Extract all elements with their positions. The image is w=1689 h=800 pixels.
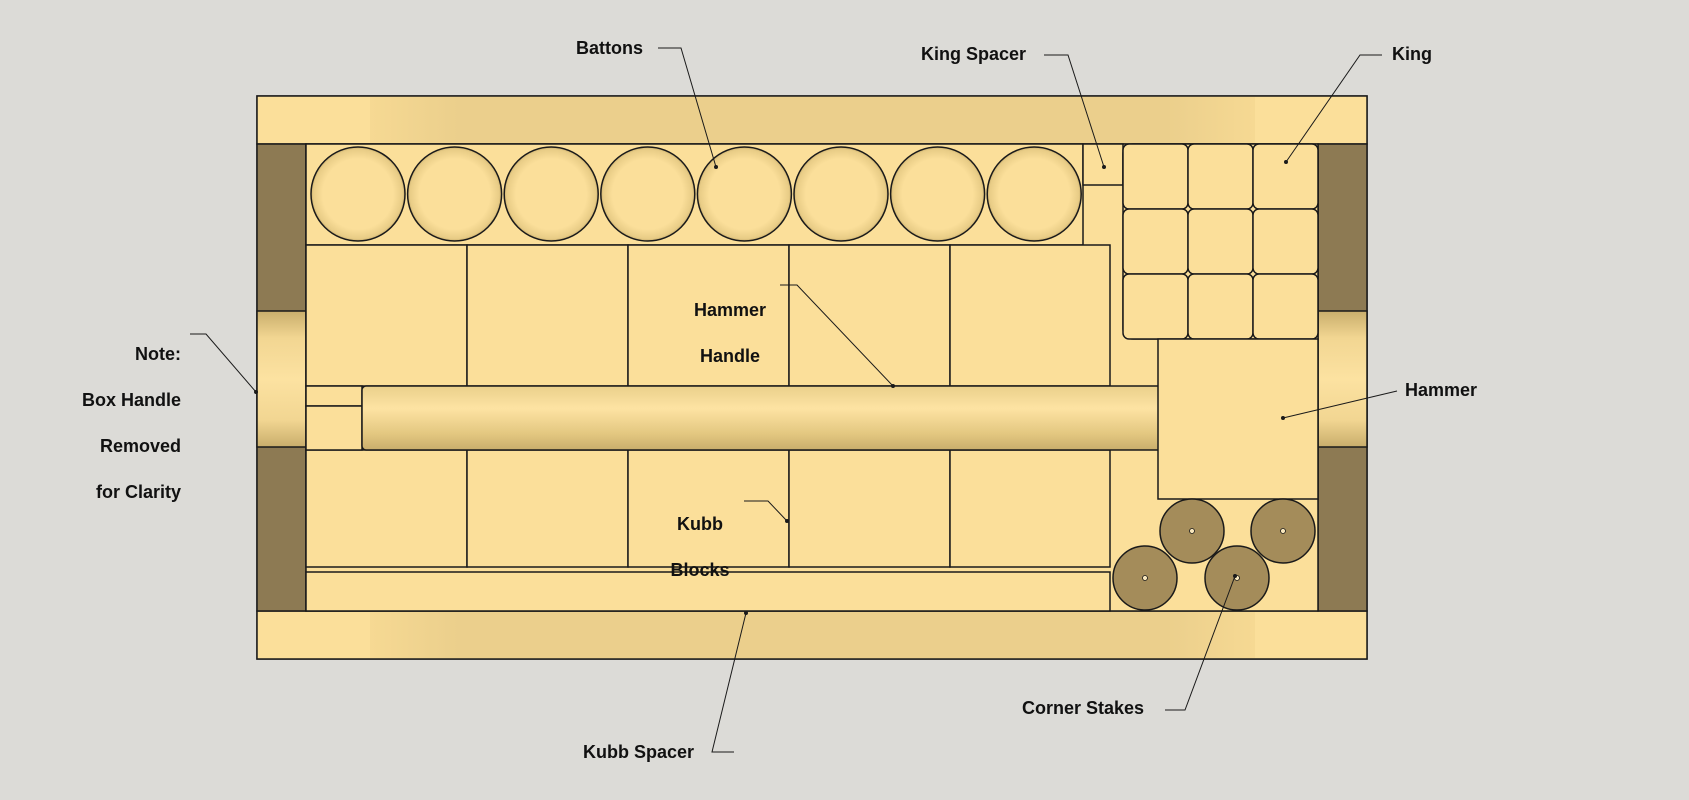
kubb-block [949,244,1111,387]
kubb-block [466,449,629,568]
king [1122,143,1319,340]
leader-lines [190,47,1398,753]
leader-end-kubb-blocks [785,519,789,523]
leader-end-battons [714,165,718,169]
bottom-rail-face [370,612,1255,658]
leader-end-note [254,390,258,394]
leader-end-king-spacer [1102,165,1106,169]
leader-battons [658,47,717,168]
label-battons: Battons [576,38,643,58]
batton [889,146,986,242]
king-cell [1252,143,1319,210]
king-cell [1122,273,1189,340]
note-line-4: for Clarity [95,482,181,502]
leader-end-kubb-spacer [744,611,748,615]
kubb-block [949,449,1111,568]
hammer-handle [361,385,1163,451]
batton [793,146,889,242]
leader-end-corner-stakes [1233,574,1237,578]
leader-end-hammer-handle [891,384,895,388]
leader-corner-stakes [1165,575,1236,711]
right-handle-slot [1317,310,1368,448]
kubb-blocks-line-2: Blocks [670,560,730,580]
hammer-head [1157,338,1319,500]
batton [406,146,503,242]
king-cell [1187,273,1254,340]
batton [696,146,793,242]
hammer-handle-line-2: Handle [699,346,760,366]
batton [600,146,696,242]
kubb-blocks-line-1: Kubb [677,514,723,534]
king-cell [1122,143,1189,210]
left-handle-slot [256,310,307,448]
kubb-filler [305,385,363,407]
kubb-block [466,244,629,387]
batton [986,146,1082,242]
kubb-block [788,449,951,568]
kubb-block [627,244,790,387]
kubb-block [305,449,468,568]
leader-end-king [1284,160,1288,164]
leader-king-spacer [1044,54,1105,168]
note-line-1: Note: [135,344,181,364]
battons [310,146,1082,242]
label-king: King [1392,44,1432,64]
king-cell [1252,273,1319,340]
king-cell [1187,143,1254,210]
label-corner-stakes: Corner Stakes [1022,698,1145,718]
label-kubb-blocks: Kubb Blocks [660,490,740,605]
stake-center [1142,575,1148,581]
label-king-spacer: King Spacer [921,44,1027,64]
top-rail-face [370,97,1255,143]
king-cell [1122,208,1189,275]
kubb-spacer [305,571,1111,612]
batton [503,146,599,242]
stake-center [1280,528,1286,534]
label-hammer-handle: Hammer Handle [680,276,780,391]
label-note-box-handle: Note: Box Handle Removed for Clarity [40,320,181,527]
leader-hammer-handle [780,284,894,387]
leader-hammer [1282,390,1398,419]
note-line-3: Removed [99,436,181,456]
hammer-handle-line-1: Hammer [693,300,767,320]
kubb-filler [305,405,363,451]
kubb-block [305,244,468,387]
label-kubb-spacer: Kubb Spacer [583,742,695,762]
label-hammer: Hammer [1405,380,1478,400]
hammer [361,338,1319,500]
leader-end-hammer [1281,416,1285,420]
note-line-2: Box Handle [81,390,181,410]
leader-kubb-blocks [744,500,788,522]
corner-stakes [1112,498,1316,611]
king-cell [1187,208,1254,275]
kubb-blocks [305,244,1111,568]
kubb-block [788,244,951,387]
leader-king [1285,54,1382,163]
batton [310,146,406,242]
leader-kubb-spacer [711,612,747,753]
stake-center [1189,528,1195,534]
king-cell [1252,208,1319,275]
leader-note [190,333,257,393]
